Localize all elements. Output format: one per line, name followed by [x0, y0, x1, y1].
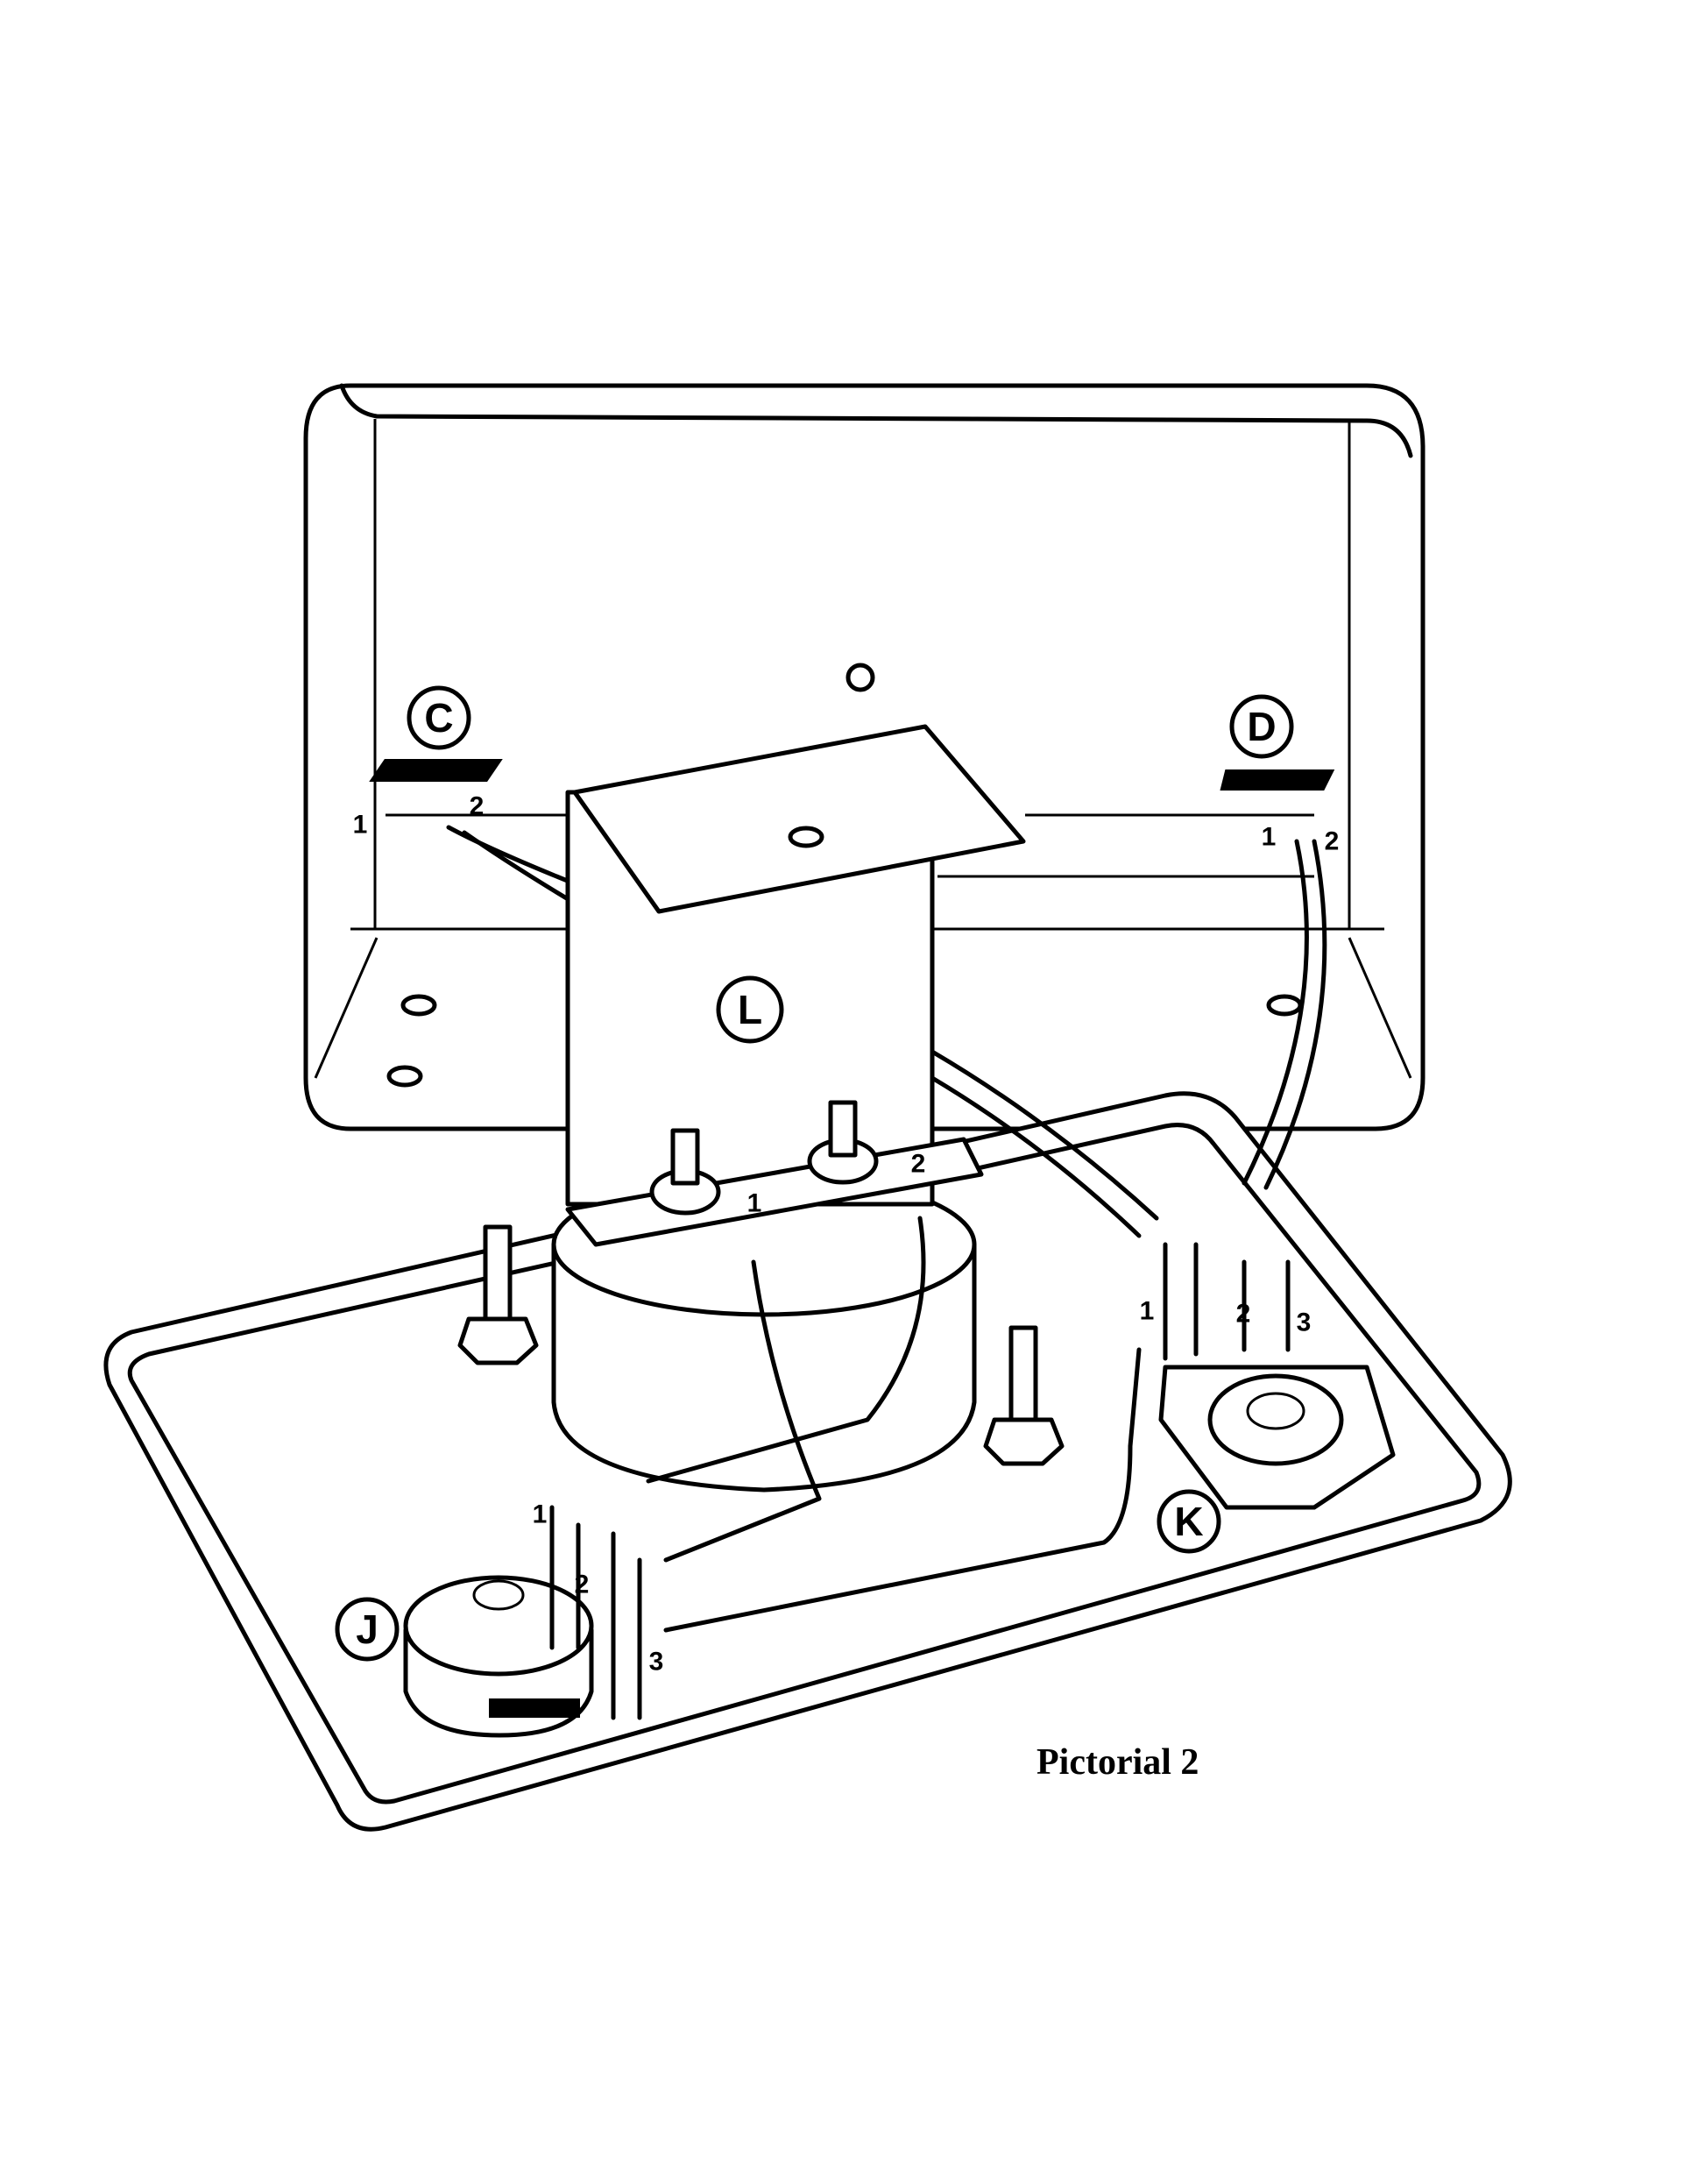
- terminal-d1: 1: [1262, 823, 1277, 852]
- panel-hole: [845, 663, 875, 692]
- terminal-stud-2: [807, 1100, 879, 1185]
- terminal-j3: 3: [649, 1648, 664, 1677]
- terminal-k3: 3: [1297, 1308, 1312, 1337]
- terminal-k2: 2: [1236, 1300, 1251, 1329]
- label-k: K: [1157, 1489, 1221, 1554]
- terminal-j1: 1: [533, 1500, 548, 1529]
- terminal-d2: 2: [1325, 827, 1340, 856]
- wire-c: [446, 825, 581, 888]
- terminal-l1: 1: [747, 1189, 762, 1218]
- terminal-c2: 2: [470, 792, 485, 821]
- wire-d: [1242, 839, 1309, 1186]
- terminal-k1: 1: [1140, 1297, 1155, 1326]
- caption: Pictorial 2: [1036, 1742, 1199, 1783]
- wire-l1: [663, 1259, 822, 1563]
- mounting-bolt: [983, 1325, 1065, 1466]
- svg-text:L: L: [738, 987, 762, 1032]
- terminal-strip-d: [1220, 769, 1335, 791]
- svg-text:D: D: [1247, 704, 1276, 749]
- terminal-l2: 2: [911, 1150, 926, 1179]
- svg-text:K: K: [1174, 1499, 1203, 1544]
- mounting-bolt: [457, 1224, 539, 1365]
- label-c: C: [407, 685, 471, 750]
- wire-j-k: [663, 1347, 1142, 1633]
- label-d: D: [1229, 694, 1294, 759]
- label-j: J: [335, 1597, 400, 1662]
- svg-text:J: J: [356, 1606, 378, 1652]
- terminal-strip-c: [369, 759, 503, 782]
- terminal-c1: 1: [353, 811, 368, 840]
- svg-text:C: C: [424, 695, 453, 741]
- wire-l2: [646, 1216, 926, 1484]
- cable-to-k: [930, 1049, 1159, 1221]
- terminal-stud-1: [649, 1128, 721, 1216]
- socket-k: [1158, 1242, 1396, 1510]
- terminal-j2: 2: [575, 1571, 590, 1599]
- potentiometer-j: [403, 1505, 642, 1738]
- label-l: L: [716, 975, 784, 1044]
